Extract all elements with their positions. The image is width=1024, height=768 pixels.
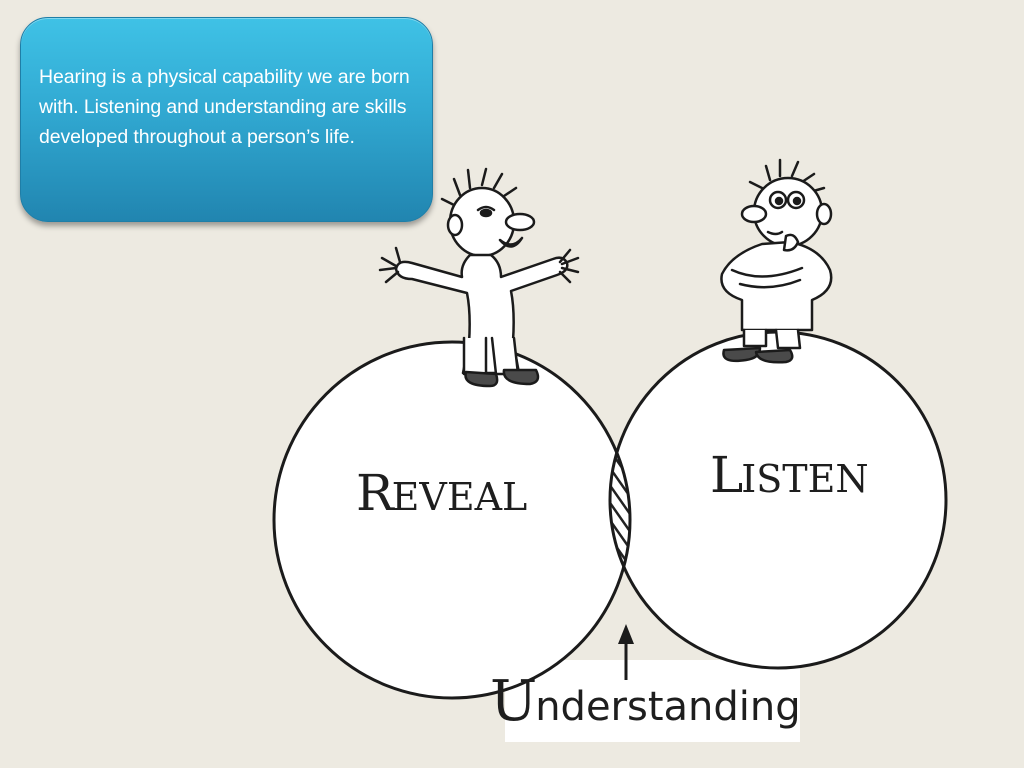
listener-figure-icon [720, 158, 833, 364]
venn-cartoon: REVEAL LISTEN Understanding [270, 150, 970, 750]
up-arrow-icon [618, 624, 634, 680]
callout-text: Hearing is a physical capability we are … [39, 66, 410, 148]
left-circle [272, 340, 632, 700]
label-paper [505, 660, 800, 742]
speaker-figure-icon [378, 167, 580, 388]
listen-label: LISTEN [710, 446, 869, 504]
reveal-label: REVEAL [356, 464, 527, 522]
understanding-label: Understanding [490, 669, 801, 734]
right-circle-fill [610, 332, 946, 668]
left-circle-fill [274, 342, 630, 698]
callout-box: Hearing is a physical capability we are … [20, 17, 433, 222]
